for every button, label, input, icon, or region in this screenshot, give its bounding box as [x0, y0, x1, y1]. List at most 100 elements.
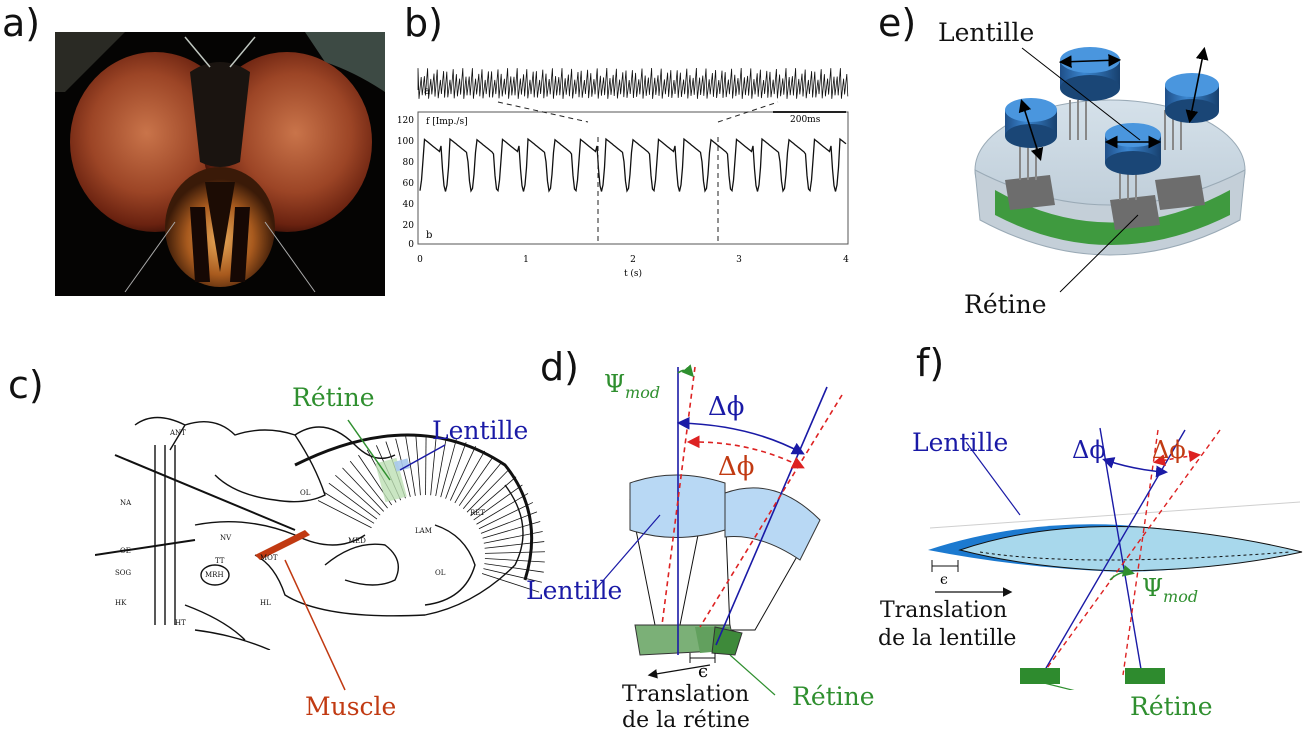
- anatomy-label: HK: [115, 599, 127, 607]
- anatomy-label: HT: [175, 619, 186, 627]
- ommatidium-line: [342, 467, 385, 512]
- label-d-delta-phi-red: Δϕ: [718, 452, 755, 482]
- ommatidium-line: [476, 493, 529, 525]
- anatomy-label: OL: [300, 489, 311, 497]
- frequency-axis-label: f [Imp./s]: [426, 117, 468, 127]
- fly-head-photo: [55, 32, 385, 296]
- label-d-retina: Rétine: [792, 682, 875, 711]
- anatomy-label: NA: [120, 499, 132, 507]
- label-f-delta-phi-blue: Δϕ: [1072, 436, 1106, 464]
- panel-label-b: b): [404, 1, 443, 45]
- anatomy-label: HL: [260, 599, 271, 607]
- anatomy-label: MOT: [260, 554, 278, 562]
- trace-a-label: a: [424, 86, 430, 97]
- label-d-psi: Ψmod: [604, 370, 661, 402]
- y-tick: 60: [403, 179, 415, 189]
- panel-label-a: a): [2, 1, 41, 45]
- anatomy-label: LAM: [415, 527, 432, 535]
- anatomy-label: MED: [348, 537, 366, 545]
- panel-label-c: c): [8, 363, 44, 407]
- ommatidium-line: [440, 439, 457, 498]
- y-tick: 0: [408, 240, 414, 250]
- anatomy-label: ANT: [169, 429, 186, 437]
- label-d-delta-phi-blue: Δϕ: [708, 392, 745, 422]
- anatomy-label: NV: [220, 534, 232, 542]
- ommatidium-line: [435, 436, 447, 497]
- label-f-delta-phi-red: Δϕ: [1152, 436, 1186, 464]
- y-tick: 100: [398, 137, 414, 147]
- x-tick: 0: [417, 255, 423, 265]
- ommatidium-line: [462, 462, 502, 510]
- ommatidium-line: [480, 511, 538, 534]
- label-e-lens: Lentille: [938, 18, 1035, 47]
- ommatidium-line: [335, 474, 381, 516]
- label-c-lens: Lentille: [432, 416, 529, 445]
- panel-label-f: f): [916, 341, 945, 385]
- frequency-trace: [419, 137, 847, 193]
- label-e-retina: Rétine: [964, 290, 1047, 319]
- trace-b-label: b: [426, 230, 432, 241]
- spike-path: [417, 67, 849, 99]
- ommatidium-line: [454, 450, 486, 504]
- recording-chart: a f [Imp./s] b 200ms 120 100 80 60 40 20…: [398, 67, 849, 279]
- ommatidium-line: [466, 469, 510, 513]
- ommatidium-line: [317, 500, 372, 529]
- anatomy-label: SOG: [115, 569, 132, 577]
- panel-label-d: d): [540, 345, 579, 389]
- label-d-translation-2: de la rétine: [622, 708, 750, 733]
- x-tick: 3: [736, 255, 742, 265]
- anatomy-label: RET: [470, 509, 485, 517]
- ommatidium-line: [481, 573, 540, 593]
- ommatidium-line: [322, 491, 375, 524]
- device-render: [974, 46, 1246, 293]
- ommatidium-line: [483, 568, 542, 583]
- label-f-retina: Rétine: [1130, 692, 1213, 721]
- epsilon-d: ϵ: [698, 661, 708, 682]
- label-d-lens: Lentille: [526, 576, 623, 605]
- label-c-muscle: Muscle: [305, 692, 397, 721]
- label-f-psi: Ψmod: [1142, 574, 1199, 606]
- anatomy-label: OL: [435, 569, 446, 577]
- x-tick: 1: [523, 255, 529, 265]
- ommatidium-line: [473, 484, 523, 521]
- ommatidium-line: [445, 442, 467, 499]
- y-tick: 120: [398, 116, 414, 126]
- y-tick: 20: [403, 221, 415, 231]
- label-c-retina: Rétine: [292, 383, 375, 412]
- ommatidium-line: [449, 446, 476, 501]
- label-f-lens: Lentille: [912, 428, 1009, 457]
- ommatidium-line: [349, 460, 388, 509]
- spike-trace: [417, 67, 849, 99]
- x-axis-label: t (s): [624, 268, 642, 279]
- ommatidium-line: [478, 502, 534, 530]
- scale-bar-label: 200ms: [790, 115, 821, 125]
- ommatidium-line: [405, 436, 416, 496]
- lens-translation-diagram: ϵ: [928, 427, 1303, 690]
- y-tick: 40: [403, 200, 415, 210]
- x-tick: 4: [843, 255, 849, 265]
- ommatidium-line: [328, 482, 378, 520]
- ommatidium-line: [484, 541, 545, 549]
- ommatidium-line: [484, 563, 544, 573]
- ommatidium-line: [484, 551, 545, 554]
- head-anatomy-diagram: ANT NA OL RET NV LAM MED MOT OE SOG TT M…: [95, 416, 545, 650]
- ommatidium-line: [425, 435, 427, 496]
- anatomy-label: TT: [215, 557, 225, 565]
- ommatidium-line: [458, 456, 494, 506]
- label-d-translation-1: Translation: [622, 682, 750, 707]
- ommatidium-line: [484, 558, 545, 563]
- anatomy-label: OE: [120, 547, 131, 555]
- label-f-translation-1: Translation: [880, 598, 1008, 623]
- ommatidium-line: [470, 476, 517, 517]
- retina-translation-diagram: ϵ: [594, 364, 843, 696]
- epsilon-f: ϵ: [940, 572, 948, 588]
- label-f-translation-2: de la lentille: [878, 626, 1017, 651]
- ommatidium-line: [415, 435, 421, 496]
- x-tick: 2: [630, 255, 636, 265]
- ommatidium-line: [430, 435, 437, 496]
- y-tick: 80: [403, 158, 415, 168]
- anatomy-label: MRH: [205, 571, 224, 579]
- panel-label-e: e): [878, 1, 917, 45]
